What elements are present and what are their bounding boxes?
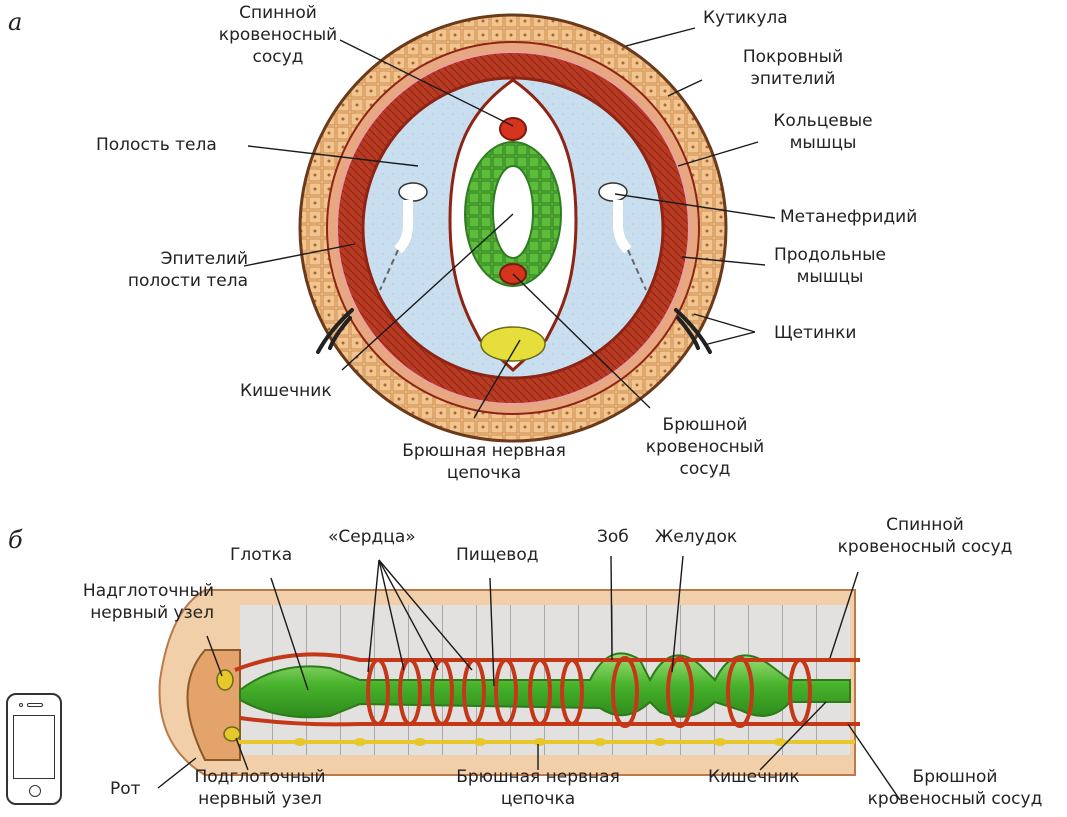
label-pharynx: Глотка: [230, 544, 292, 566]
panel-a-letter: а: [8, 8, 22, 36]
nerve-cord: [481, 327, 545, 361]
label-circular-muscles: Кольцевые мышцы: [758, 110, 888, 154]
label-line: Продольные: [755, 244, 905, 266]
label-line: цепочка: [438, 788, 638, 810]
gut-lumen: [493, 166, 533, 258]
label-line: Эпителий: [108, 248, 248, 270]
label-line: кровеносный сосуд: [850, 788, 1060, 810]
label-line: Брюшной: [850, 766, 1060, 788]
label-line: Кольцевые: [758, 110, 888, 132]
label-cavity-epithelium: Эпителий полости тела: [108, 248, 248, 292]
label-line: сосуд: [208, 46, 348, 68]
label-line: сосуд: [630, 458, 780, 480]
label-dorsal-vessel-a: Спинной кровеносный сосуд: [208, 2, 348, 68]
label-ventral-vessel-a: Брюшной кровеносный сосуд: [630, 414, 780, 480]
label-intestine-a: Кишечник: [240, 380, 332, 402]
label-metanephridium: Метанефридий: [780, 206, 917, 228]
longitudinal-section: [160, 590, 860, 775]
label-line: Подглоточный: [180, 766, 340, 788]
label-body-cavity: Полость тела: [96, 134, 217, 156]
smartphone-icon[interactable]: [6, 693, 62, 805]
label-line: Спинной: [820, 514, 1030, 536]
label-mouth: Рот: [110, 778, 141, 800]
label-intestine-b: Кишечник: [708, 766, 800, 788]
label-line: кровеносный сосуд: [820, 536, 1030, 558]
label-ventral-nerve-cord-b: Брюшная нервная цепочка: [438, 766, 638, 810]
label-esophagus: Пищевод: [456, 544, 538, 566]
label-sub-ganglion: Подглоточный нервный узел: [180, 766, 340, 810]
label-setae: Щетинки: [774, 322, 856, 344]
label-line: Спинной: [208, 2, 348, 24]
label-line: Покровный: [718, 46, 868, 68]
label-line: эпителий: [718, 68, 868, 90]
label-supra-ganglion: Надглоточный нервный узел: [62, 580, 214, 624]
home-button: [29, 785, 41, 797]
cross-section: [300, 15, 726, 441]
label-line: Брюшной: [630, 414, 780, 436]
sub-ganglion: [224, 727, 240, 741]
label-epithelium: Покровный эпителий: [718, 46, 868, 90]
label-line: Брюшная нервная: [438, 766, 638, 788]
label-ventral-nerve-cord-a: Брюшная нервная цепочка: [384, 440, 584, 484]
label-ventral-vessel-b: Брюшной кровеносный сосуд: [850, 766, 1060, 810]
label-crop: Зоб: [597, 526, 629, 548]
label-cuticle: Кутикула: [703, 7, 788, 29]
label-line: кровеносный: [630, 436, 780, 458]
label-line: Брюшная нервная: [384, 440, 584, 462]
speaker-slot: [27, 703, 43, 707]
label-dorsal-vessel-b: Спинной кровеносный сосуд: [820, 514, 1030, 558]
label-hearts: «Сердца»: [328, 526, 416, 548]
label-line: Надглоточный: [62, 580, 214, 602]
label-stomach: Желудок: [655, 526, 737, 548]
label-line: цепочка: [384, 462, 584, 484]
supra-ganglion: [217, 670, 233, 690]
label-longitudinal-muscles: Продольные мышцы: [755, 244, 905, 288]
label-line: мышцы: [758, 132, 888, 154]
camera-dot: [19, 703, 23, 707]
phone-screen: [13, 715, 55, 779]
label-line: полости тела: [108, 270, 248, 292]
panel-b-letter: б: [8, 526, 23, 554]
label-line: мышцы: [755, 266, 905, 288]
label-line: нервный узел: [180, 788, 340, 810]
label-line: нервный узел: [62, 602, 214, 624]
label-line: кровеносный: [208, 24, 348, 46]
